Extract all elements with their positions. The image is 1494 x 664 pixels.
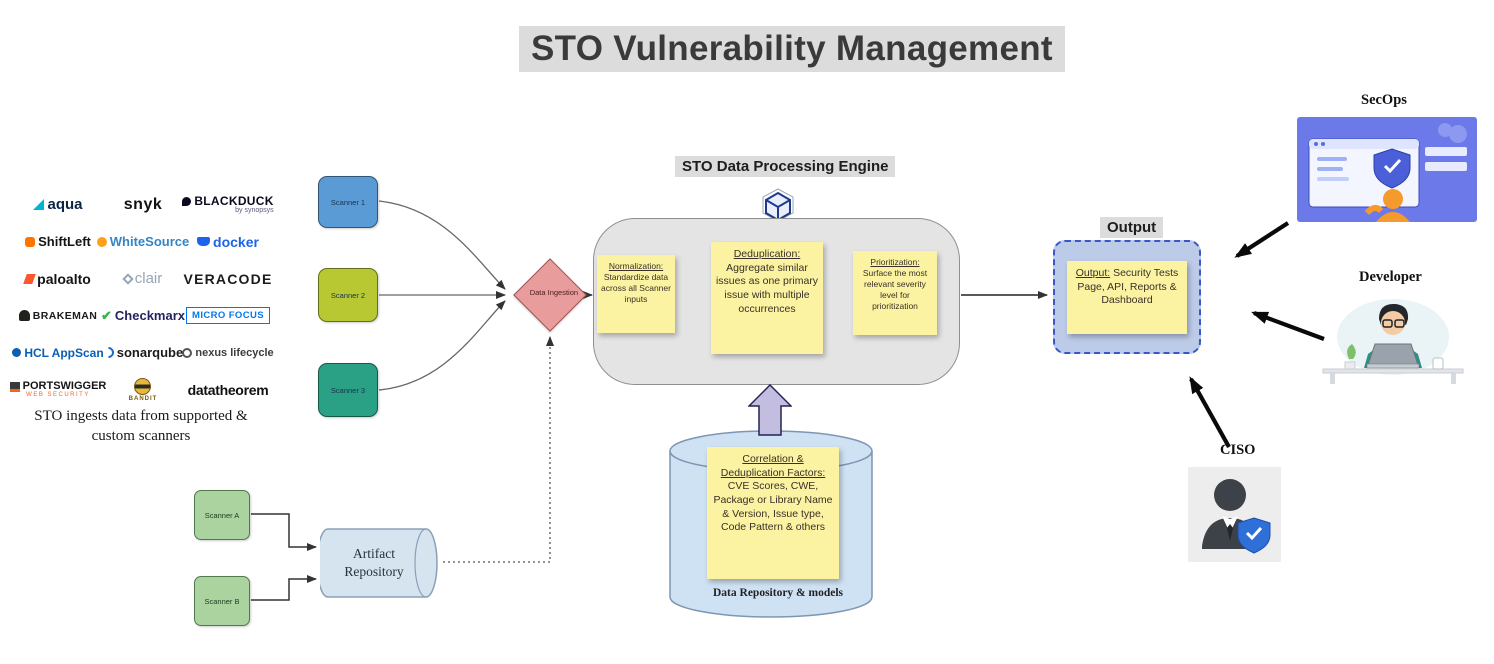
blackduck-logo-icon <box>182 196 192 206</box>
arrow-scanner-a-to-artifact <box>251 513 317 551</box>
portswigger-logo-icon <box>9 381 20 392</box>
logo-snyk: snyk <box>123 195 163 213</box>
data-ingestion-diamond: Data Ingestion <box>513 258 587 332</box>
prioritization-note: Prioritization: Surface the most relevan… <box>853 251 937 335</box>
deduplication-note-title: Deduplication: <box>733 248 801 260</box>
scanner-3-box: Scanner 3 <box>318 363 378 417</box>
normalization-note: Normalization: Standardize data across a… <box>597 255 675 333</box>
logo-clair: clair <box>122 270 162 287</box>
deduplication-note: Deduplication: Aggregate similar issues … <box>711 242 823 354</box>
aqua-logo-icon <box>33 199 45 210</box>
artifact-repository: Artifact Repository <box>316 528 444 598</box>
page-title: STO Vulnerability Management <box>519 26 1065 72</box>
logo-sonarqube: sonarqube <box>100 344 183 361</box>
data-ingestion-label: Data Ingestion <box>529 288 579 298</box>
developer-illustration <box>1322 299 1464 384</box>
output-heading: Output <box>1100 217 1164 238</box>
logo-brakeman: BRAKEMAN <box>18 310 97 322</box>
arrow-scanner-b-to-artifact <box>251 575 317 601</box>
correlation-note: Correlation & Deduplication Factors: CVE… <box>707 447 839 579</box>
ciso-illustration <box>1188 467 1281 562</box>
logo-microfocus: MICRO FOCUS <box>186 307 270 324</box>
deduplication-note-body: Aggregate similar issues as one primary … <box>715 261 819 315</box>
scanner-1-box: Scanner 1 <box>318 176 378 228</box>
logo-checkmarx: ✔Checkmarx <box>101 308 186 323</box>
engine-title: STO Data Processing Engine <box>675 156 896 177</box>
arrow-scanner1-to-ingestion <box>378 200 506 290</box>
nexus-logo-icon <box>182 347 193 358</box>
correlation-note-title: Correlation & Deduplication Factors: <box>720 453 826 479</box>
artifact-repository-label: Artifact Repository <box>344 546 404 579</box>
ciso-label: CISO <box>1220 442 1256 458</box>
output-note-title: Output: <box>1075 267 1111 279</box>
paloalto-logo-icon <box>23 273 36 284</box>
logo-aqua: aqua <box>33 196 83 213</box>
arrow-secops-to-output <box>1234 221 1290 258</box>
output-note: Output: Security Tests Page, API, Report… <box>1067 261 1187 334</box>
logo-docker: docker <box>197 234 259 250</box>
logo-hcl-appscan: HCL AppScan <box>12 346 104 360</box>
arrow-scanner3-to-ingestion <box>378 300 506 391</box>
logo-veracode: VERACODE <box>183 270 273 287</box>
scanner-a-box: Scanner A <box>194 490 250 540</box>
clair-logo-icon <box>122 272 134 285</box>
normalization-note-body: Standardize data across all Scanner inpu… <box>601 272 671 305</box>
repository-to-engine-block-arrow <box>748 384 792 436</box>
brakeman-logo-icon <box>18 310 30 321</box>
arrow-ciso-to-output <box>1189 376 1231 449</box>
docker-whale-icon <box>197 237 211 246</box>
logo-datatheorem: datatheorem <box>187 381 269 398</box>
secops-illustration <box>1297 117 1477 222</box>
developer-label: Developer <box>1359 269 1422 285</box>
correlation-note-body: CVE Scores, CWE, Package or Library Name… <box>713 480 833 534</box>
whitesource-logo-icon <box>96 236 107 247</box>
logo-whitesource: WhiteSource <box>96 234 189 249</box>
dotted-artifact-to-ingestion <box>443 336 554 563</box>
logo-paloalto: paloalto <box>23 271 91 287</box>
scanner-logos-caption: STO ingests data from supported & custom… <box>34 408 248 444</box>
prioritization-note-title: Prioritization: <box>870 257 920 267</box>
prioritization-note-body: Surface the most relevant severity level… <box>862 268 928 312</box>
output-note-body: Security Tests Page, API, Reports & Dash… <box>1077 267 1179 307</box>
sonarqube-logo-icon <box>100 344 117 361</box>
logo-shiftleft: ShiftLeft <box>25 234 91 249</box>
scanner-b-box: Scanner B <box>194 576 250 626</box>
shiftleft-logo-icon <box>25 236 36 247</box>
data-repository-caption: Data Repository & models <box>713 587 843 599</box>
logo-bandit: BANDIT <box>129 377 158 402</box>
scanner-2-box: Scanner 2 <box>318 268 378 322</box>
bandit-logo-icon <box>134 377 152 395</box>
checkmarx-check-icon: ✔ <box>101 308 112 323</box>
secops-label: SecOps <box>1361 92 1407 108</box>
hcl-appscan-logo-icon <box>12 348 22 357</box>
logo-nexus-lifecycle: nexus lifecycle <box>182 347 274 359</box>
arrow-developer-to-output <box>1251 311 1325 341</box>
normalization-note-title: Normalization: <box>608 261 664 271</box>
